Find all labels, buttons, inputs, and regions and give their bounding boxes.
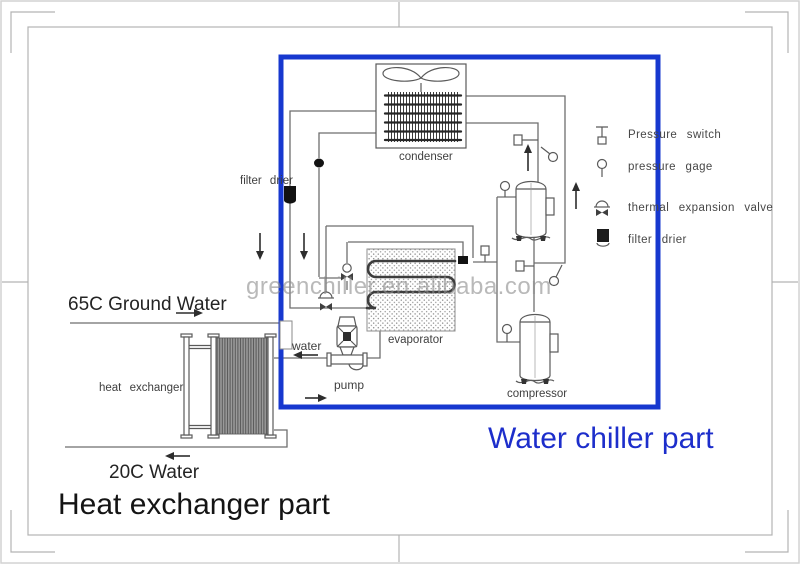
evaporator-coil: [365, 259, 457, 310]
filter-drier-icon: [596, 229, 610, 247]
ground-water-label: 65C Ground Water: [68, 294, 227, 315]
condenser-coil: [383, 92, 463, 142]
compressor-label: compressor: [507, 388, 567, 400]
pressure-switch-icon: [596, 126, 608, 145]
pressure-gage-icon: [547, 151, 559, 163]
cold-water-outlet-pipe: [65, 429, 288, 448]
heat-exchanger: heat exchanger: [99, 333, 277, 439]
legend-label: pressure gage: [628, 161, 713, 173]
legend-label: filter drier: [628, 234, 687, 246]
compressor: compressor: [507, 313, 567, 400]
pressure-switch-icon: [513, 134, 523, 146]
condenser-label: condenser: [399, 151, 453, 163]
filter-drier-icon: [284, 186, 296, 200]
pipework: [65, 95, 566, 448]
watermark-text: greenchiller.en.alibaba.com: [246, 273, 552, 300]
legend-row: Pressure switch: [596, 126, 721, 145]
pressure-gage-icon: [548, 275, 560, 287]
legend-label: thermal expansion valve: [628, 202, 773, 214]
corner-mark-top-right: [745, 11, 789, 53]
flow-arrows: [165, 144, 580, 460]
fan-icon: [382, 67, 460, 92]
sight-glass-icon: [314, 158, 324, 168]
water-chiller-part-title: Water chiller part: [488, 422, 714, 455]
heat-exchanger-part-title: Heat exchanger part: [58, 488, 330, 521]
pump-label: pump: [334, 378, 364, 392]
evaporator: evaporator: [365, 248, 457, 346]
pressure-gage-icon: [501, 323, 513, 335]
corner-mark-top-left: [10, 11, 55, 53]
pressure-gage-icon: [596, 158, 608, 177]
legend-label: Pressure switch: [628, 129, 721, 141]
cold-water-label: 20C Water: [109, 462, 200, 483]
thermal-expansion-valve-b: [318, 291, 334, 311]
water-label: water: [291, 339, 321, 353]
water-chiller-boundary-box: [278, 54, 661, 410]
pressure-gage-icon: [499, 180, 511, 192]
heat-exchanger-label: heat exchanger: [99, 382, 183, 394]
pressure-switch-icon: [515, 260, 525, 272]
evaporator-label: evaporator: [388, 334, 443, 346]
receiver-vessel: [511, 180, 555, 241]
pump: pump water: [291, 316, 368, 392]
legend: Pressure switch pressure gage thermal ex…: [594, 126, 773, 247]
condenser: condenser: [375, 63, 467, 163]
water-port-box: [279, 320, 293, 350]
legend-row: thermal expansion valve: [594, 200, 773, 216]
legend-row: pressure gage: [596, 158, 713, 177]
pressure-gages: [499, 146, 563, 342]
filter-drier-small-icon: [458, 256, 468, 264]
filter-drier-label: filter drier: [240, 175, 293, 187]
pressure-switches: [480, 134, 538, 272]
corner-mark-bottom-right: [745, 510, 789, 553]
corner-mark-bottom-left: [10, 510, 55, 553]
legend-row: filter drier: [596, 229, 687, 247]
thermal-expansion-valve-icon: [594, 200, 610, 216]
pressure-switch-icon: [480, 245, 490, 256]
thermal-expansion-valve-a: [341, 263, 353, 281]
filter-drier-inline: filter drier: [240, 175, 296, 204]
